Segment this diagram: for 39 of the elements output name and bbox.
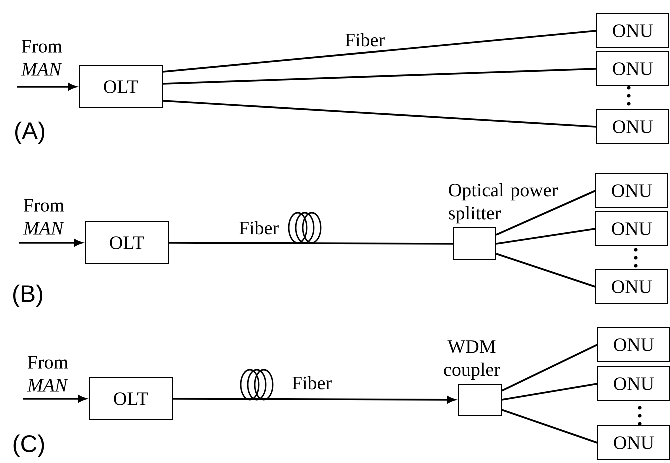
onu-box: ONU [596, 270, 668, 304]
onu-box: ONU [596, 212, 668, 246]
source-label: From MAN [27, 356, 68, 392]
source-label: From MAN [23, 199, 64, 235]
fiber-line [502, 383, 598, 401]
olt-box: OLT [85, 222, 169, 264]
olt-box: OLT [89, 378, 173, 420]
edge-label: Fiber [290, 375, 334, 391]
arrow [17, 83, 76, 91]
edge-label: Fiber [344, 32, 386, 48]
panel-label: (C) [14, 434, 44, 458]
onu-box: ONU [596, 14, 670, 48]
arrow [173, 396, 456, 404]
onu-box: ONU [598, 366, 670, 402]
splitter-box: Optical power splitter [449, 183, 558, 260]
node-label: WDM coupler [444, 340, 500, 380]
node-label: Optical power splitter [449, 183, 558, 224]
fiber-line [502, 409, 598, 444]
fiber-line [502, 344, 598, 392]
olt-box: OLT [79, 66, 163, 108]
onu-box: ONU [596, 52, 670, 86]
source-label: From MAN [21, 40, 62, 76]
fiber-line [496, 190, 596, 236]
arrow [23, 395, 86, 403]
panel-label: (A) [16, 122, 45, 144]
onu-box: ONU [598, 328, 670, 362]
fiber-line [162, 100, 597, 128]
fiber-line [169, 242, 454, 245]
fiber-line [162, 68, 597, 85]
panel-label: (B) [14, 284, 43, 308]
fiber-line [162, 30, 597, 73]
onu-box: ONU [596, 110, 670, 144]
edge-label: Fiber [238, 220, 280, 236]
onu-box: ONU [598, 426, 670, 460]
fiber-line [496, 228, 596, 245]
fiber-line [496, 253, 596, 288]
coupler-box: WDM coupler [444, 340, 502, 416]
arrow [19, 239, 82, 247]
onu-box: ONU [596, 174, 668, 208]
